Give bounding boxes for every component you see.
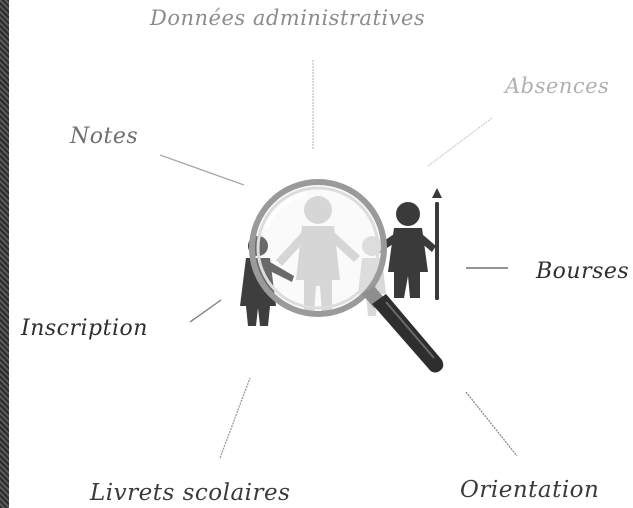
connector-inscription [189,299,222,323]
label-livrets-scolaires: Livrets scolaires [90,480,291,506]
label-orientation: Orientation [460,477,600,503]
magnifying-lens [249,179,387,317]
label-donnees-administratives: Données administratives [150,6,426,30]
connector-absences [427,117,493,167]
person-figure-right [374,188,442,300]
label-inscription: Inscription [21,316,148,341]
connector-orientation [465,391,518,457]
label-bourses: Bourses [536,259,630,284]
magnifying-glass-over-people-icon [240,179,444,373]
connector-livrets [219,377,251,459]
label-absences: Absences [505,74,610,98]
magnifying-handle [362,286,444,373]
left-border-strip [0,0,9,508]
label-notes: Notes [70,124,139,149]
connector-notes [159,154,245,186]
